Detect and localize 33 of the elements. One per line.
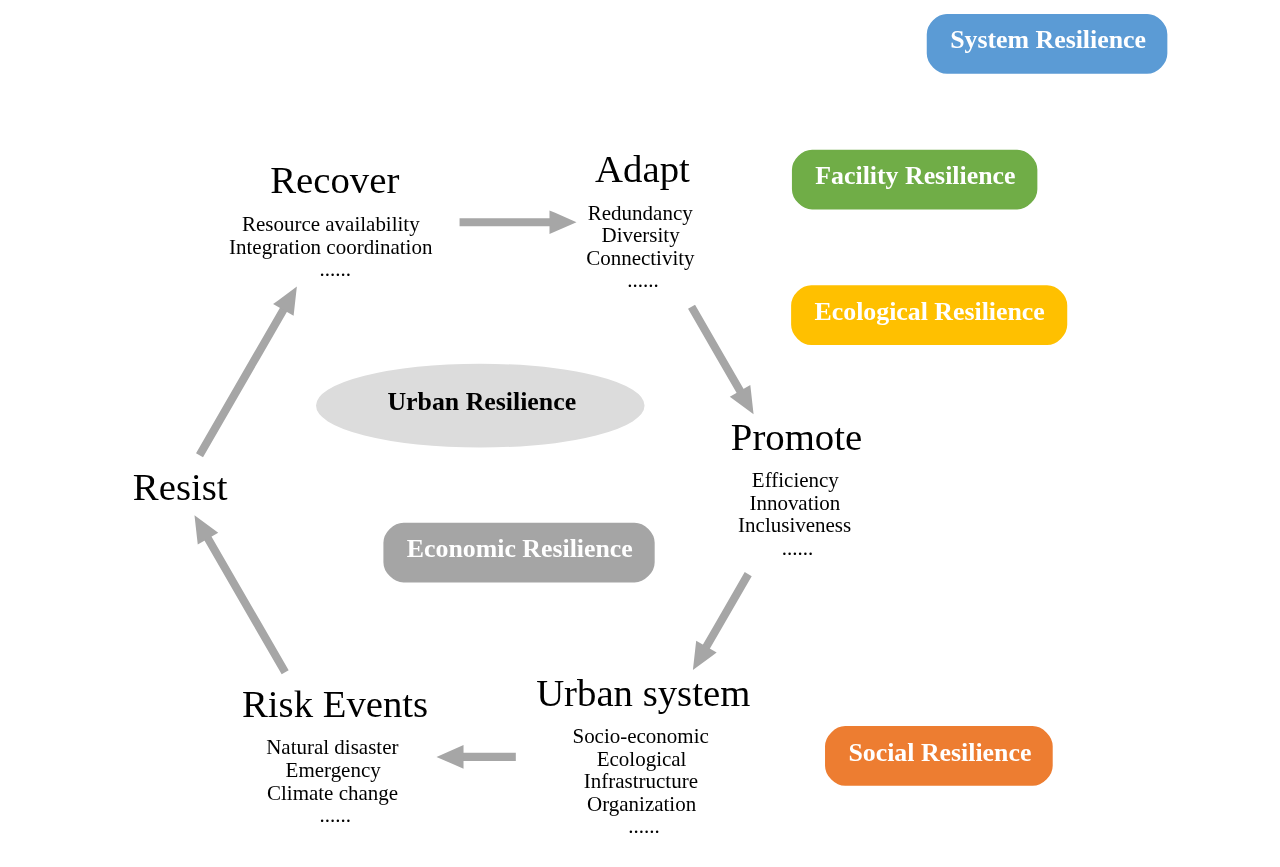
node-label: Redundancy	[587, 200, 693, 225]
node-label: ......	[628, 814, 660, 839]
node-label: Emergency	[285, 757, 381, 782]
node-box: Ecological Resilience	[791, 285, 1068, 346]
arrow	[688, 304, 754, 415]
node-text: Urban system	[536, 670, 751, 714]
node-box: Facility Resilience	[791, 149, 1038, 210]
node-text: Promote	[730, 414, 863, 458]
arrow	[196, 286, 297, 458]
arrow	[436, 745, 516, 769]
node-label: Socio-economic	[572, 724, 709, 749]
node-text: Adapt	[595, 147, 690, 191]
node-text: Resist	[132, 464, 228, 508]
node-label: ......	[319, 257, 351, 282]
node-label: Efficiency	[751, 467, 839, 492]
node-box: Economic Resilience	[383, 522, 655, 583]
arrow	[194, 515, 289, 675]
arrow	[692, 572, 752, 670]
node-text: Risk Events	[241, 681, 429, 725]
node-box: Social Resilience	[825, 726, 1053, 786]
node-label: Diversity	[601, 223, 680, 248]
node-box: System Resilience	[926, 14, 1168, 74]
node-label: Natural disaster	[266, 735, 399, 760]
node-label: Inclusiveness	[738, 513, 852, 538]
node-label: Organization	[587, 791, 697, 816]
node-label: ......	[781, 535, 814, 560]
node-ellipse: Urban Resilience	[316, 363, 645, 448]
node-label: Resource availability	[241, 211, 420, 236]
node-label: Ecological	[596, 746, 687, 771]
node-label: ......	[319, 803, 351, 828]
node-text: Recover	[270, 158, 400, 202]
node-label: ......	[627, 268, 659, 293]
arrow	[459, 210, 577, 235]
